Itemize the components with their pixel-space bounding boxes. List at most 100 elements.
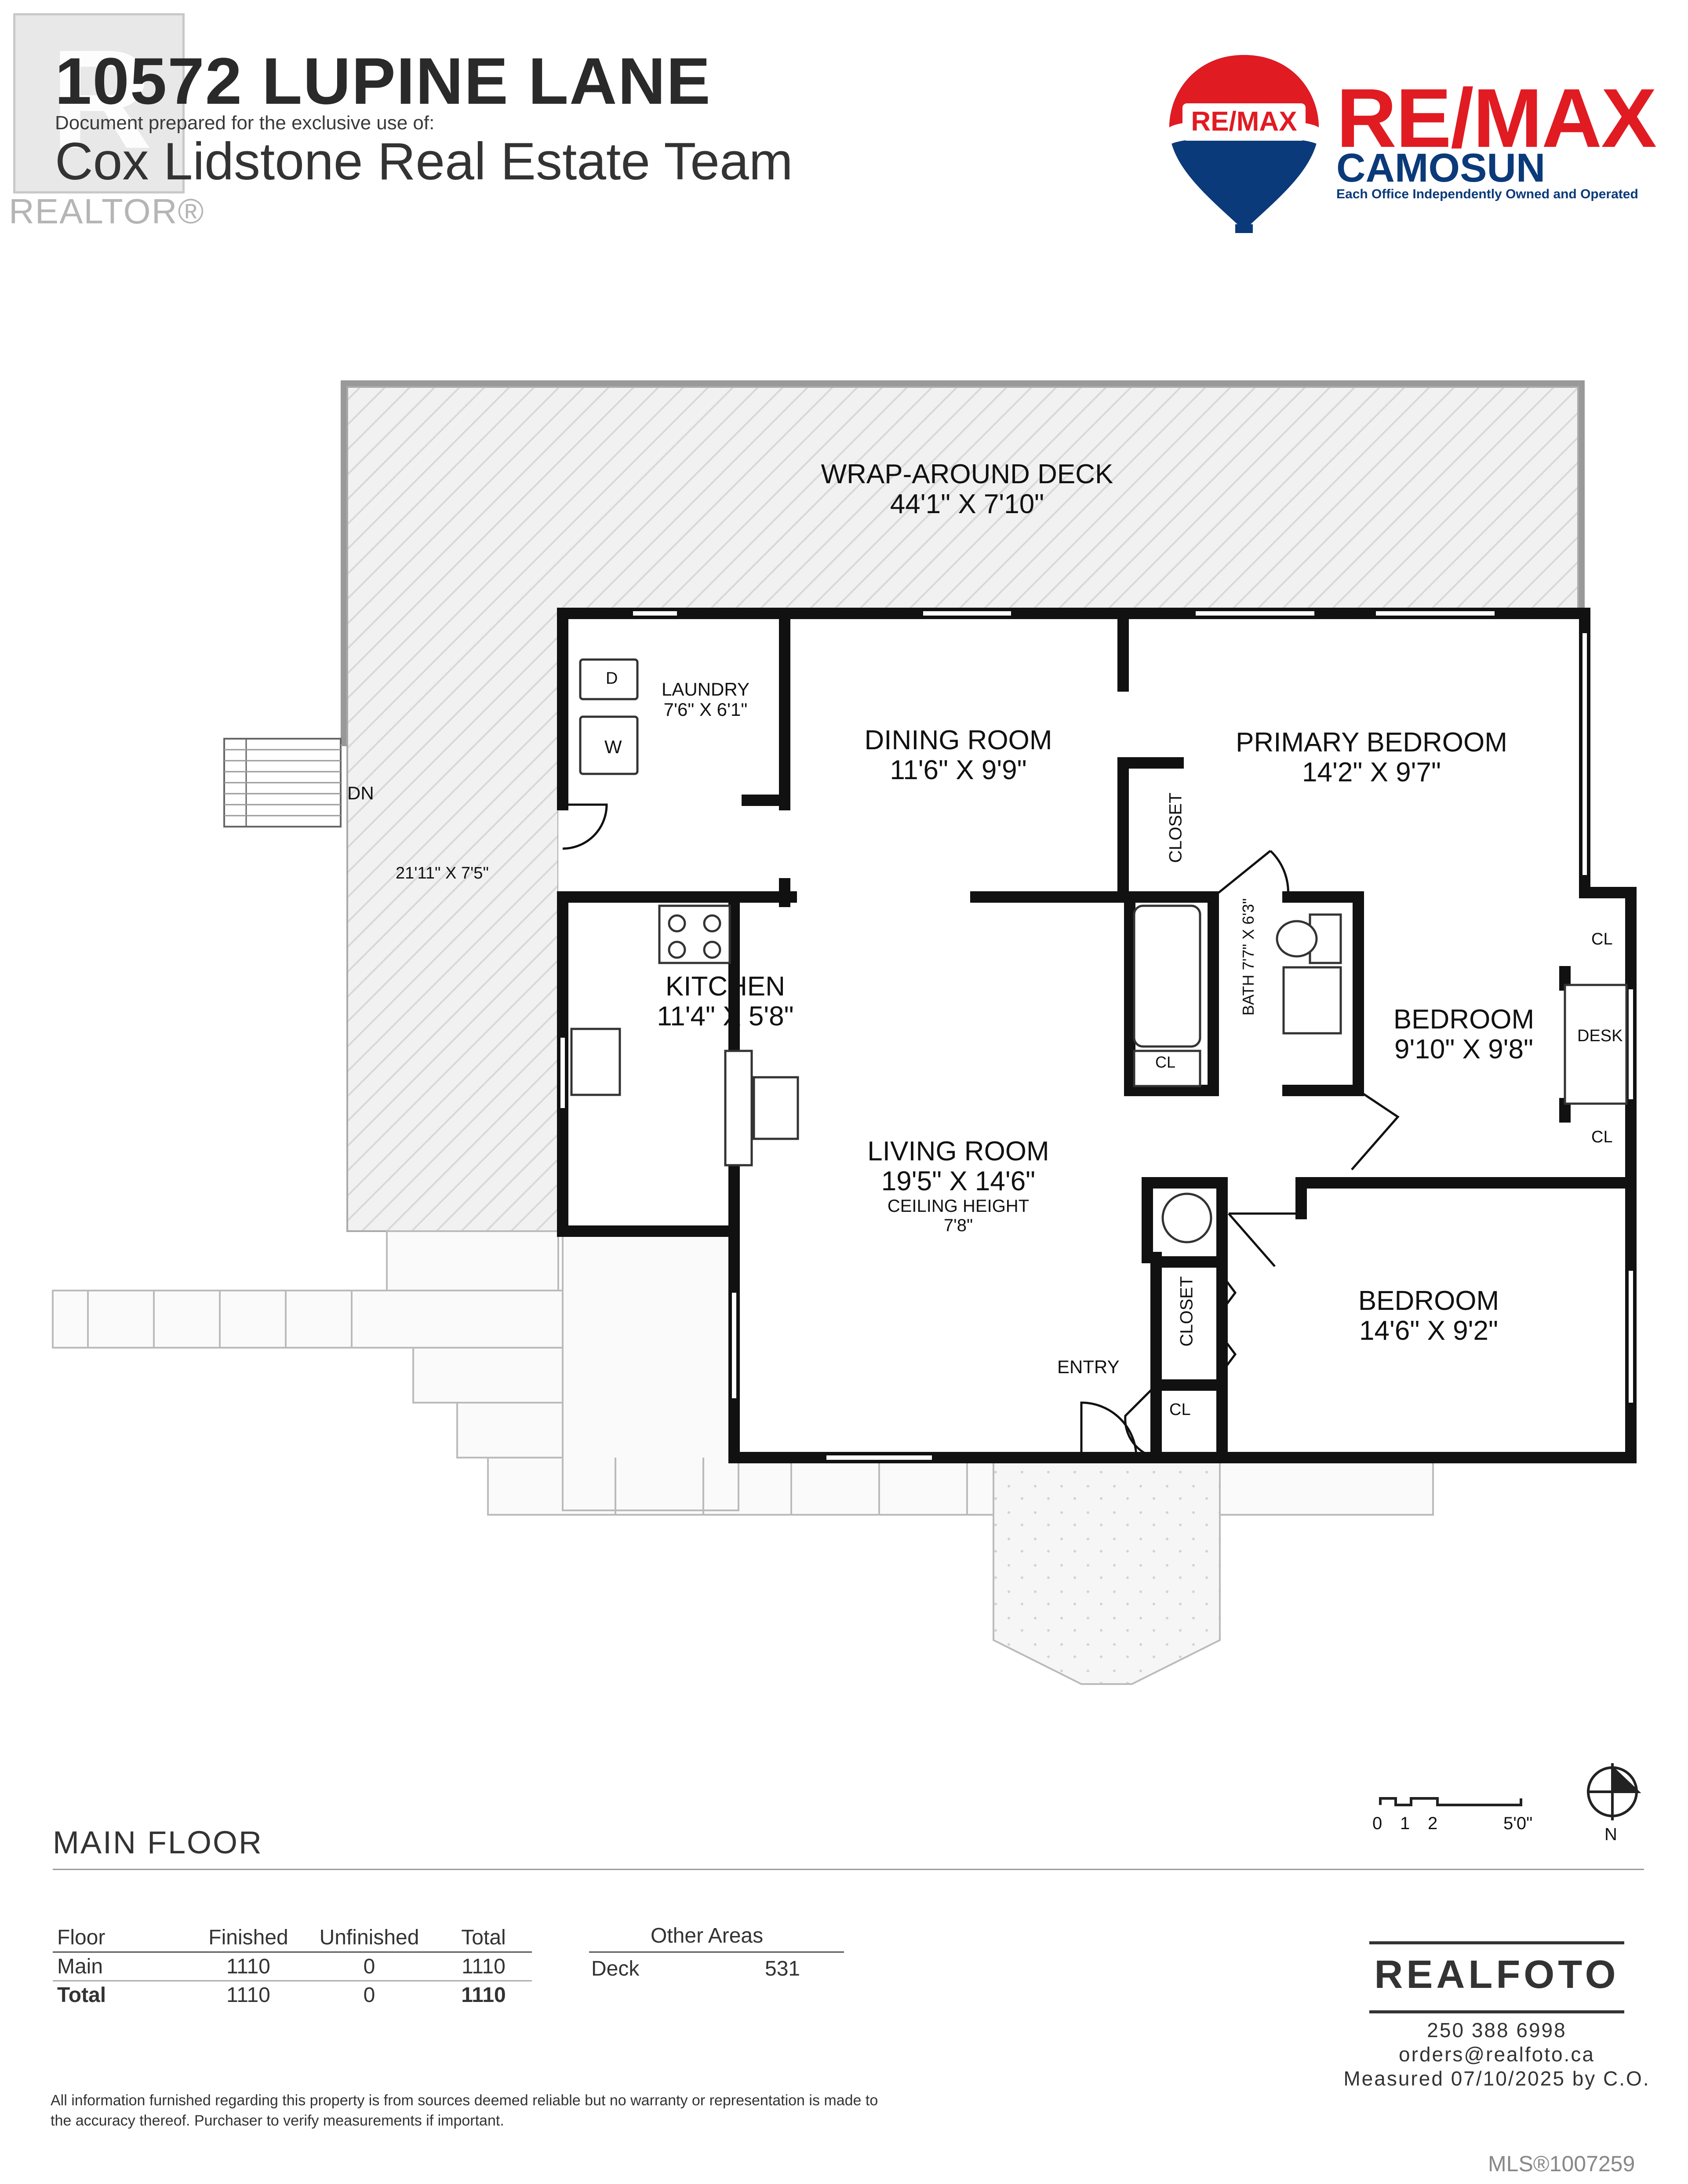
area-header-finished: Finished [193, 1924, 303, 1953]
entry-cl-label: CL [1169, 1400, 1191, 1419]
realtor-watermark-text: REALTOR® [9, 192, 205, 231]
area-cell: 1110 [226, 1955, 270, 1978]
balloon-text: RE/MAX [1191, 106, 1297, 137]
deck-name: WRAP-AROUND DECK [821, 459, 1113, 489]
front-patio [993, 1455, 1221, 1685]
entry-label: ENTRY [1057, 1356, 1120, 1377]
walkway-steps [52, 1230, 1434, 1516]
area-cell: Main [57, 1955, 103, 1978]
bedroom2-dims: 9'10" X 9'8" [1394, 1034, 1533, 1065]
laundry-dims: 7'6" X 6'1" [663, 699, 748, 720]
kitchen-island-icon [724, 1050, 753, 1167]
realfoto-email: orders@realfoto.ca [1399, 2043, 1595, 2066]
disclaimer: All information furnished regarding this… [51, 2092, 878, 2129]
realtor-logo-box: R [13, 13, 185, 193]
bedroom2-label: BEDROOM 9'10" X 9'8" [1372, 1004, 1556, 1065]
other-area-value: 531 [765, 1957, 800, 1980]
area-cell: Total [57, 1983, 106, 2007]
table-row: Total 1110 0 1110 [53, 1981, 532, 2009]
kitchen-dims: 11'4" X 5'8" [657, 1001, 794, 1032]
kitchen-label: KITCHEN 11'4" X 5'8" [637, 971, 813, 1032]
scale-tick-2: 2 [1428, 1814, 1438, 1833]
scale-tick-0: 0 [1372, 1814, 1382, 1833]
north-arrow-icon [1587, 1763, 1641, 1820]
deck-stairs [223, 738, 342, 828]
fixtures [570, 658, 1628, 1243]
prepared-notice: Document prepared for the exclusive use … [55, 112, 435, 134]
realtor-watermark: R REALTOR® [9, 9, 204, 231]
ceiling-height-value: 7'8" [943, 1216, 973, 1236]
dining-room-name: DINING ROOM [864, 725, 1052, 755]
measured-by: Measured 07/10/2025 by C.O. [1343, 2067, 1650, 2090]
washer-icon [579, 715, 639, 775]
bath-name: BATH [1239, 974, 1258, 1016]
primary-bedroom-name: PRIMARY BEDROOM [1236, 727, 1507, 758]
dining-room-dims: 11'6" X 9'9" [890, 755, 1027, 786]
mls-number: MLS®1007259 [1488, 2151, 1635, 2176]
area-cell: 0 [363, 1983, 375, 2007]
bedroom2-name: BEDROOM [1393, 1004, 1535, 1035]
bedroom3-dims: 14'6" X 9'2" [1359, 1316, 1498, 1346]
area-cell: 1110 [461, 1983, 506, 2007]
prepared-for-team: Cox Lidstone Real Estate Team [55, 132, 793, 191]
water-heater-icon [1161, 1192, 1212, 1243]
bath-cl-label: CL [1155, 1053, 1176, 1071]
other-areas-title: Other Areas [651, 1924, 764, 1947]
living-room-dims: 19'5" X 14'6" [881, 1166, 1036, 1197]
remax-wordmark: RE/MAX [1336, 72, 1657, 165]
entry-closet-label: CLOSET [1177, 1276, 1197, 1347]
living-room-name: LIVING ROOM [867, 1136, 1049, 1167]
laundry-name: LAUNDRY [662, 679, 749, 700]
bath-closet-icon [1133, 1050, 1201, 1087]
primary-bedroom-label: PRIMARY BEDROOM 14'2" X 9'7" [1204, 727, 1539, 788]
bath-label: BATH 7'7" X 6'3" [1239, 898, 1258, 1016]
other-areas-rule [589, 1951, 844, 1953]
bedroom2-cl-top: CL [1591, 930, 1613, 948]
primary-closet-label: CLOSET [1166, 792, 1186, 863]
washer-label: W [604, 737, 622, 757]
realtor-r-letter: R [51, 20, 153, 178]
dryer-icon [579, 658, 639, 700]
windows [560, 611, 1633, 1460]
realfoto-phone: 250 388 6998 [1427, 2019, 1567, 2042]
kitchen-sink-icon [570, 1028, 621, 1096]
remax-office: CAMOSUN [1336, 146, 1546, 190]
area-table-header: Floor Finished Unfinished Total [53, 1924, 532, 1953]
dining-room-label: DINING ROOM 11'6" X 9'9" [826, 725, 1090, 786]
area-cell: 1110 [462, 1955, 506, 1978]
laundry-label: LAUNDRY 7'6" X 6'1" [651, 679, 760, 720]
north-label: N [1604, 1825, 1617, 1844]
other-area-label: Deck [591, 1957, 640, 1980]
remax-balloon-logo: RE/MAX [1169, 55, 1319, 233]
area-header-total: Total [435, 1924, 532, 1953]
deck-label: WRAP-AROUND DECK 44'1" X 7'10" [791, 459, 1143, 519]
desk-icon [1564, 984, 1628, 1105]
bedroom3-name: BEDROOM [1358, 1286, 1499, 1316]
ceiling-height-label: CEILING HEIGHT [887, 1196, 1030, 1216]
area-cell: 0 [363, 1955, 375, 1978]
dryer-label: D [606, 669, 618, 688]
fridge-icon [753, 1076, 799, 1140]
area-table: Floor Finished Unfinished Total Main 111… [53, 1924, 532, 2009]
bathtub-icon [1133, 904, 1201, 1048]
doors [562, 803, 1400, 1459]
area-cell: 1110 [226, 1983, 270, 2007]
desk-label: DESK [1577, 1027, 1623, 1045]
deck-side-dims: 21'11" X 7'5" [396, 864, 489, 882]
bath-dims: 7'7" X 6'3" [1239, 898, 1258, 970]
scale-tick-5ft: 5'0" [1503, 1814, 1533, 1833]
living-room-label: LIVING ROOM 19'5" X 14'6" CEILING HEIGHT… [826, 1136, 1090, 1236]
scale-tick-1: 1 [1400, 1814, 1410, 1833]
primary-bedroom-dims: 14'2" X 9'7" [1302, 757, 1441, 788]
kitchen-name: KITCHEN [665, 971, 786, 1002]
deck-dims: 44'1" X 7'10" [890, 489, 1044, 520]
deck-stairs-label: DN [347, 783, 374, 803]
property-address: 10572 LUPINE LANE [55, 44, 711, 118]
table-row: Main 1110 0 1110 [53, 1952, 532, 1981]
realfoto-logo: REALFOTO [1374, 1953, 1619, 1997]
area-header-floor: Floor [53, 1924, 193, 1953]
bedroom2-cl-bottom: CL [1591, 1128, 1613, 1146]
area-header-unfinished: Unfinished [303, 1924, 435, 1953]
remax-tagline: Each Office Independently Owned and Oper… [1336, 187, 1638, 201]
